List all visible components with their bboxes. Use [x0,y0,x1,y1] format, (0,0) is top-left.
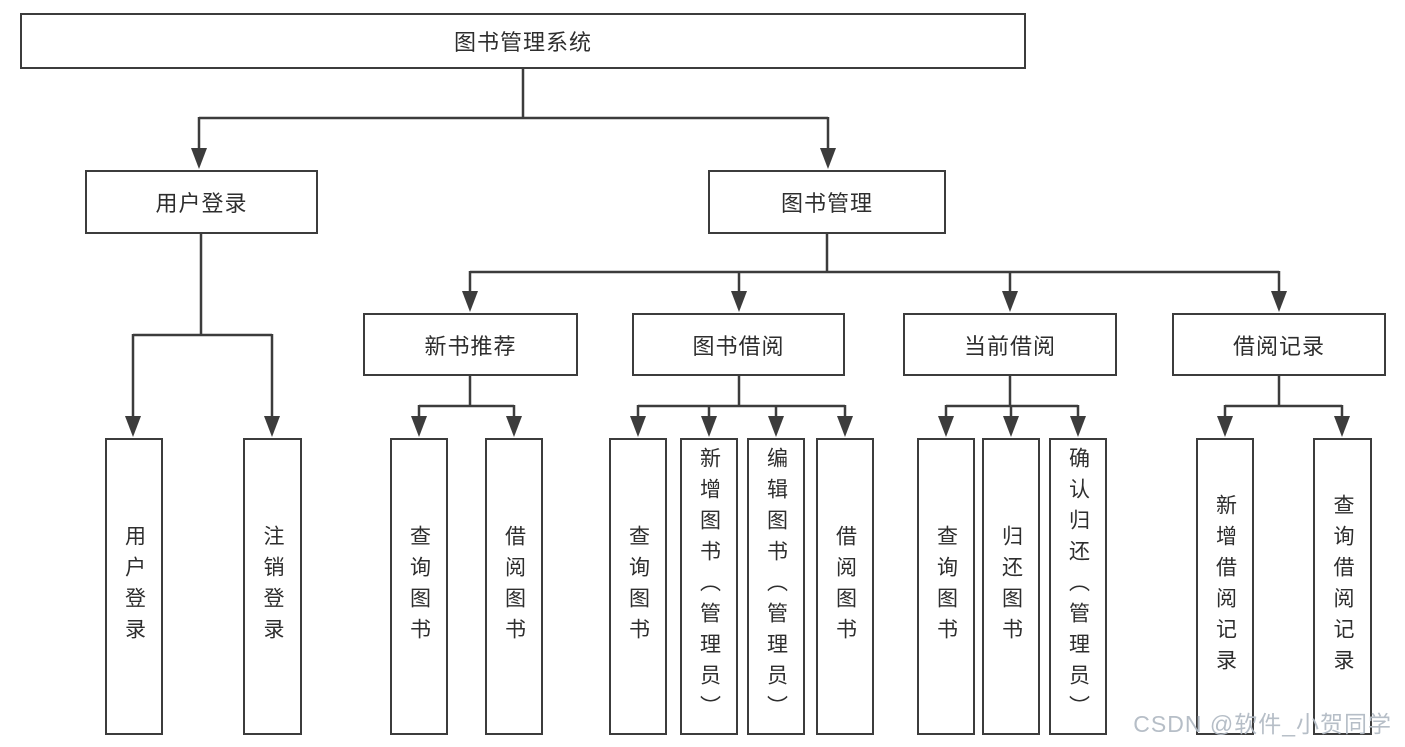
node-book-borrowing-label: 图书借阅 [692,333,785,359]
node-current-borrowing: 当前借阅 [903,313,1117,376]
node-book-management: 图书管理 [708,170,946,234]
leaf-borrow-books-borrowing-label: 借阅图书 [833,524,857,649]
leaf-return-books-label: 归还图书 [999,524,1023,649]
leaf-add-books-admin: 新增图书（管理员） [680,438,738,735]
node-new-book-recommendation-label: 新书推荐 [424,333,517,359]
leaf-add-borrow-record: 新增借阅记录 [1196,438,1254,735]
node-new-book-recommendation: 新书推荐 [363,313,578,376]
leaf-edit-books-admin-label: 编辑图书（管理员） [764,447,788,726]
leaf-user-login-label: 用户登录 [122,524,146,649]
leaf-query-books-recommendation-label: 查询图书 [407,524,431,649]
leaf-logout-label: 注销登录 [261,524,284,649]
node-user-login-label: 用户登录 [155,191,248,216]
leaf-edit-books-admin: 编辑图书（管理员） [747,438,805,735]
node-root-label: 图书管理系统 [453,30,592,55]
leaf-confirm-return-admin: 确认归还（管理员） [1049,438,1107,735]
leaf-borrow-books-recommendation-label: 借阅图书 [502,524,526,649]
csdn-watermark: CSDN @软件_小贺同学 [1133,711,1392,737]
leaf-borrow-books-recommendation: 借阅图书 [485,438,543,735]
leaf-add-borrow-record-label: 新增借阅记录 [1213,493,1237,680]
leaf-query-borrow-record-label: 查询借阅记录 [1331,493,1354,680]
leaf-query-books-current: 查询图书 [917,438,975,735]
leaf-query-books-recommendation: 查询图书 [390,438,448,735]
leaf-borrow-books-borrowing: 借阅图书 [816,438,874,735]
node-user-login: 用户登录 [85,170,318,234]
leaf-query-borrow-record: 查询借阅记录 [1313,438,1372,735]
leaf-query-books-borrowing-label: 查询图书 [626,524,650,649]
leaf-confirm-return-admin-label: 确认归还（管理员） [1066,447,1090,726]
leaf-return-books: 归还图书 [982,438,1040,735]
node-book-management-label: 图书管理 [780,191,873,216]
leaf-logout: 注销登录 [243,438,302,735]
node-book-borrowing: 图书借阅 [632,313,845,376]
leaf-query-books-current-label: 查询图书 [934,524,958,649]
node-root: 图书管理系统 [20,13,1026,69]
node-borrowing-records-label: 借阅记录 [1232,333,1325,359]
arrowhead-icons [125,148,1350,437]
leaf-add-books-admin-label: 新增图书（管理员） [697,447,721,726]
leaf-query-books-borrowing: 查询图书 [609,438,667,735]
node-current-borrowing-label: 当前借阅 [963,333,1056,359]
node-borrowing-records: 借阅记录 [1172,313,1386,376]
leaf-user-login: 用户登录 [105,438,163,735]
